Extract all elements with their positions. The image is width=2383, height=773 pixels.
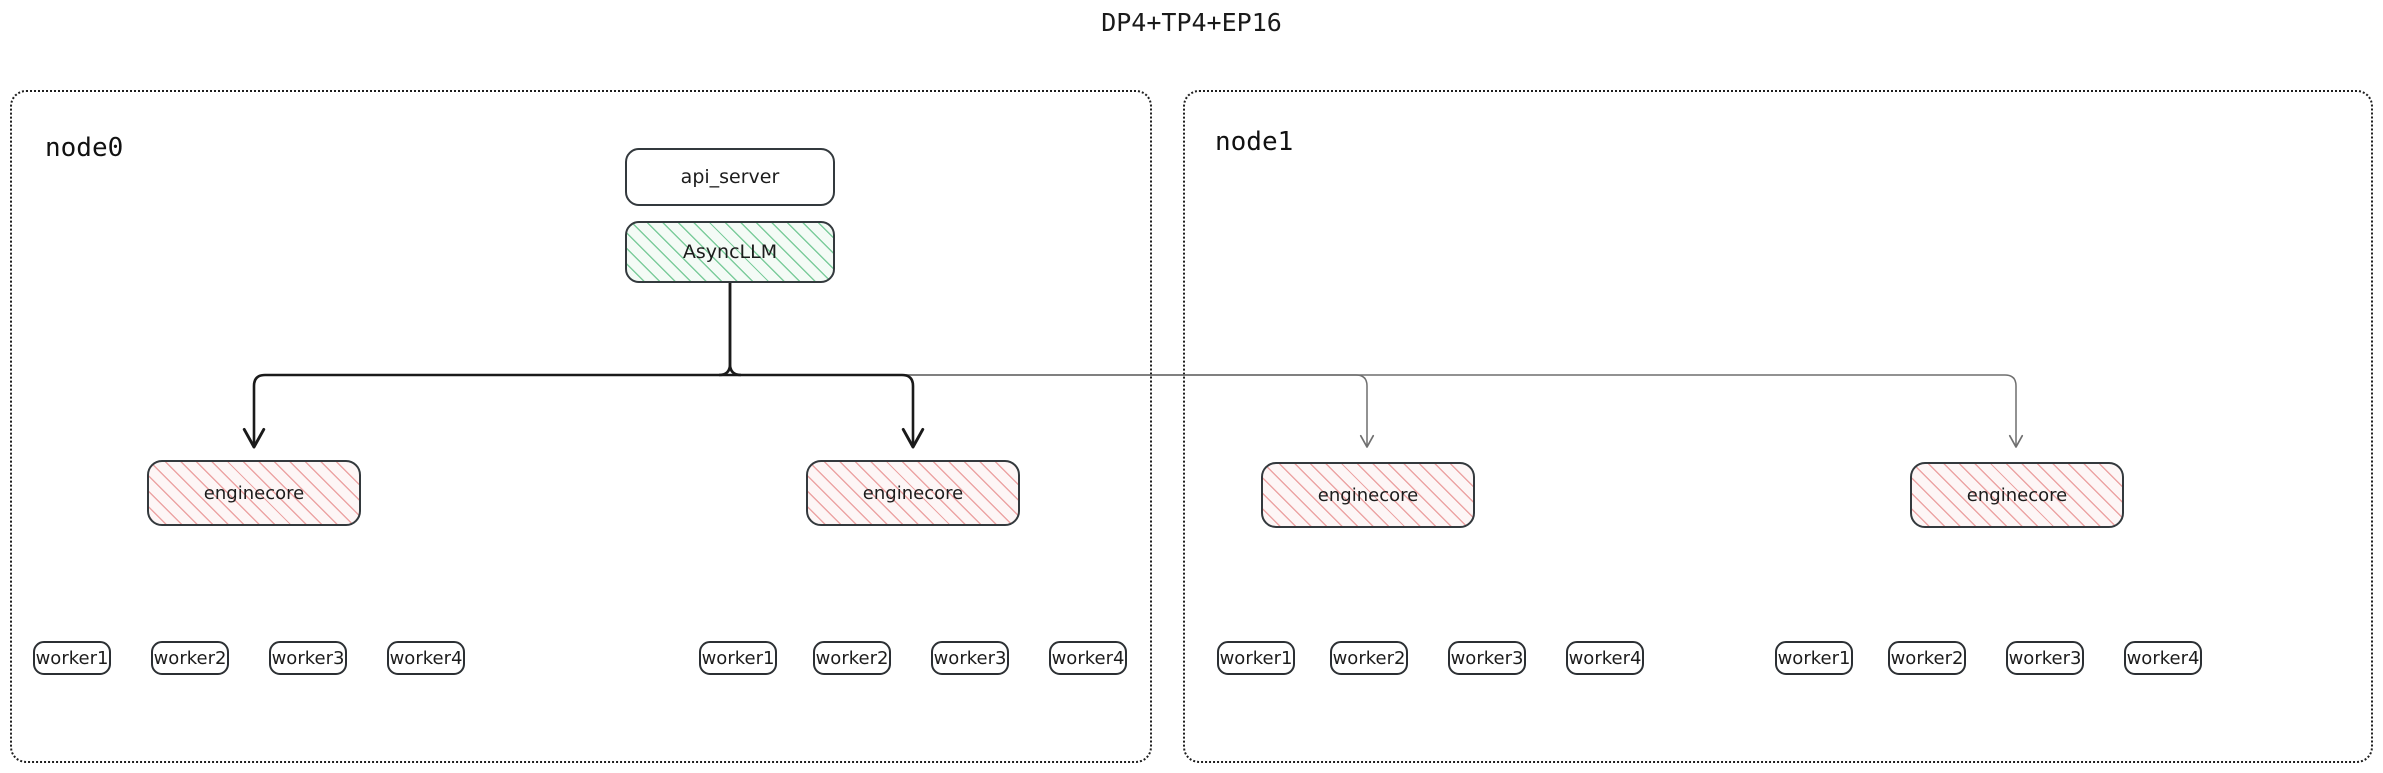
worker-box-node1-g1-2[interactable]: worker2	[1330, 641, 1408, 675]
enginecore-label: enginecore	[1317, 484, 1419, 506]
worker-box-node1-g2-4[interactable]: worker4	[2124, 641, 2202, 675]
worker-label: worker1	[35, 647, 109, 669]
api-server-box[interactable]: api_server	[625, 148, 835, 206]
worker-box-node0-g2-2[interactable]: worker2	[813, 641, 891, 675]
worker-box-node1-g2-2[interactable]: worker2	[1888, 641, 1966, 675]
node-label-node0: node0	[45, 133, 124, 163]
worker-box-node1-g1-4[interactable]: worker4	[1566, 641, 1644, 675]
worker-box-node0-g1-3[interactable]: worker3	[269, 641, 347, 675]
worker-box-node0-g2-3[interactable]: worker3	[931, 641, 1009, 675]
worker-label: worker2	[153, 647, 227, 669]
enginecore-label: enginecore	[203, 482, 305, 504]
worker-label: worker4	[1051, 647, 1125, 669]
worker-label: worker2	[1890, 647, 1964, 669]
worker-box-node1-g1-1[interactable]: worker1	[1217, 641, 1295, 675]
worker-box-node1-g2-1[interactable]: worker1	[1775, 641, 1853, 675]
worker-box-node1-g1-3[interactable]: worker3	[1448, 641, 1526, 675]
worker-box-node0-g1-1[interactable]: worker1	[33, 641, 111, 675]
asyncllm-label: AsyncLLM	[682, 241, 778, 263]
worker-label: worker3	[271, 647, 345, 669]
worker-box-node1-g2-3[interactable]: worker3	[2006, 641, 2084, 675]
enginecore-box-node1-1[interactable]: enginecore	[1261, 462, 1475, 528]
worker-label: worker3	[1450, 647, 1524, 669]
worker-label: worker2	[815, 647, 889, 669]
worker-box-node0-g2-4[interactable]: worker4	[1049, 641, 1127, 675]
enginecore-label: enginecore	[1966, 484, 2068, 506]
worker-label: worker4	[2126, 647, 2200, 669]
node-label-node1: node1	[1215, 127, 1294, 157]
enginecore-label: enginecore	[862, 482, 964, 504]
page-title: DP4+TP4+EP16	[1101, 8, 1282, 37]
worker-label: worker1	[1777, 647, 1851, 669]
worker-label: worker3	[2008, 647, 2082, 669]
worker-box-node0-g1-4[interactable]: worker4	[387, 641, 465, 675]
worker-box-node0-g2-1[interactable]: worker1	[699, 641, 777, 675]
worker-label: worker4	[1568, 647, 1642, 669]
api-server-label: api_server	[680, 166, 780, 188]
asyncllm-box[interactable]: AsyncLLM	[625, 221, 835, 283]
enginecore-box-node1-2[interactable]: enginecore	[1910, 462, 2124, 528]
enginecore-box-node0-1[interactable]: enginecore	[147, 460, 361, 526]
worker-label: worker3	[933, 647, 1007, 669]
worker-box-node0-g1-2[interactable]: worker2	[151, 641, 229, 675]
worker-label: worker2	[1332, 647, 1406, 669]
worker-label: worker1	[1219, 647, 1293, 669]
worker-label: worker1	[701, 647, 775, 669]
enginecore-box-node0-2[interactable]: enginecore	[806, 460, 1020, 526]
worker-label: worker4	[389, 647, 463, 669]
